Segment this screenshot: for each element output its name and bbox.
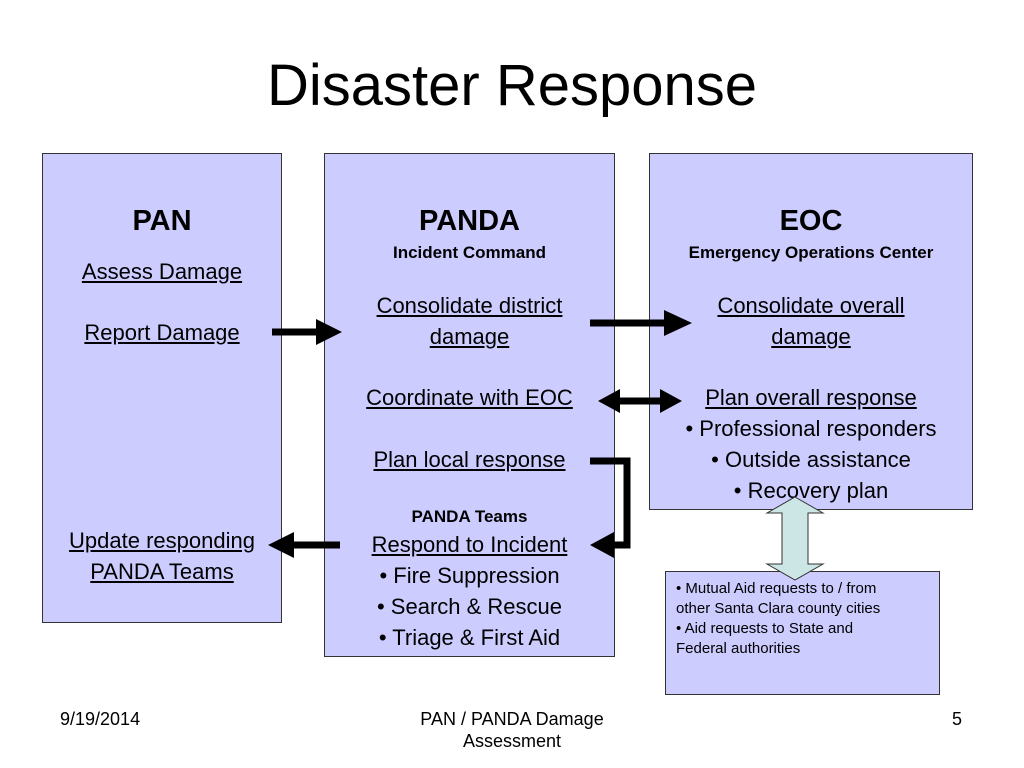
footer-center-line1: PAN / PANDA Damage <box>420 709 604 729</box>
eoc-subheading: Emergency Operations Center <box>688 243 934 262</box>
arrow-panda-to-eoc <box>590 310 692 336</box>
arrow-panda-to-pan <box>268 532 340 558</box>
footer-center-title: PAN / PANDA Damage Assessment <box>362 708 662 752</box>
arrow-eoc-aid-double <box>765 496 825 581</box>
panda-teams-label: PANDA Teams <box>411 507 528 526</box>
eoc-consolidate-line1: Consolidate overall <box>717 293 905 318</box>
aid-line-3: • Aid requests to State and <box>676 620 854 637</box>
eoc-heading: EOC <box>779 205 843 237</box>
panda-plan-local: Plan local response <box>373 447 566 472</box>
pan-report-damage: Report Damage <box>84 320 240 345</box>
pan-box: PAN Assess Damage Report Damage Update r… <box>42 153 282 623</box>
eoc-bullet-recovery: • Recovery plan <box>733 478 889 503</box>
panda-subheading: Incident Command <box>392 243 546 262</box>
eoc-bullet-outside: • Outside assistance <box>711 447 911 472</box>
footer-page-number: 5 <box>952 709 963 729</box>
aid-line-4: Federal authorities <box>676 640 801 657</box>
panda-heading: PANDA <box>419 205 520 237</box>
arrow-pan-to-panda <box>272 319 342 345</box>
slide-title: Disaster Response <box>267 53 757 118</box>
panda-consolidate-line2: damage <box>429 324 510 349</box>
panda-box: PANDA Incident Command Consolidate distr… <box>324 153 615 657</box>
arrow-panda-eoc-bidirectional <box>598 389 682 413</box>
pan-assess-damage: Assess Damage <box>81 259 243 284</box>
eoc-plan-overall: Plan overall response <box>705 385 917 410</box>
aid-line-2: other Santa Clara county cities <box>676 600 881 617</box>
panda-bullet-search: • Search & Rescue <box>376 594 562 619</box>
footer-date: 9/19/2014 <box>60 709 141 729</box>
panda-consolidate-line1: Consolidate district <box>376 293 563 318</box>
eoc-box: EOC Emergency Operations Center Consolid… <box>649 153 973 510</box>
panda-coordinate-eoc: Coordinate with EOC <box>366 385 573 410</box>
eoc-bullet-professional: • Professional responders <box>685 416 937 441</box>
panda-bullet-triage: • Triage & First Aid <box>378 625 561 650</box>
pan-heading: PAN <box>132 205 192 237</box>
footer-center-line2: Assessment <box>462 731 562 751</box>
pan-update-line1: Update responding <box>69 528 255 553</box>
eoc-consolidate-line2: damage <box>771 324 851 349</box>
panda-respond-incident: Respond to Incident <box>371 532 568 557</box>
pan-update-line2: PANDA Teams <box>90 559 234 584</box>
aid-line-1: • Mutual Aid requests to / from <box>676 580 877 597</box>
panda-bullet-fire: • Fire Suppression <box>379 563 560 588</box>
aid-requests-box: • Mutual Aid requests to / from other Sa… <box>665 571 940 695</box>
arrow-plan-to-respond <box>590 457 631 558</box>
